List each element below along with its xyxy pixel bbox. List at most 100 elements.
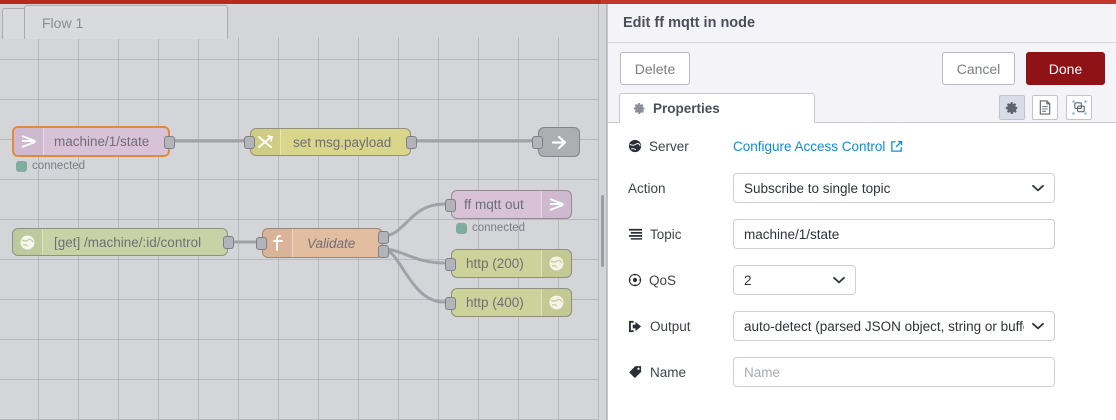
node-function-label: Validate <box>307 235 356 251</box>
mqtt-icon <box>541 191 571 218</box>
chevron-down-icon <box>833 276 845 284</box>
panel-header: Edit ff mqtt in node <box>608 4 1116 43</box>
output-select[interactable]: auto-detect (parsed JSON object, string … <box>733 311 1055 341</box>
node-change-label: set msg.payload <box>293 134 392 150</box>
panel-resize-grip[interactable] <box>601 195 604 267</box>
status-label: connected <box>472 222 526 234</box>
action-label-group: Action <box>628 181 733 196</box>
node-mqtt-out[interactable]: ff mqtt out <box>445 190 572 219</box>
node-function[interactable]: Validate <box>256 228 389 258</box>
qos-label-group: QoS <box>628 273 733 288</box>
node-output-port[interactable] <box>406 136 417 149</box>
node-input-port[interactable] <box>532 136 543 149</box>
output-icon <box>628 320 643 333</box>
name-input[interactable]: Name <box>733 357 1055 387</box>
node-mqtt-out-status: connected <box>456 222 525 234</box>
globe-icon <box>541 289 571 316</box>
appearance-icon <box>1071 100 1087 115</box>
app-top-bar <box>0 0 1116 4</box>
node-http-in-label: [get] /machine/:id/control <box>54 234 202 250</box>
globe-icon <box>628 139 642 153</box>
tab-properties-label: Properties <box>653 100 720 116</box>
flow-tab-bar[interactable]: Flow 1 <box>0 4 598 39</box>
node-change[interactable]: set msg.payload <box>244 128 417 156</box>
node-mqtt-in[interactable]: machine/1/state <box>12 126 175 157</box>
description-icon <box>1038 100 1052 115</box>
node-http-in[interactable]: [get] /machine/:id/control <box>12 228 234 256</box>
flow-tab-stub[interactable] <box>2 8 26 39</box>
node-input-port[interactable] <box>445 258 456 271</box>
node-output-port[interactable] <box>223 236 234 249</box>
target-icon <box>628 273 642 287</box>
qos-label: QoS <box>649 272 677 288</box>
status-label: connected <box>32 160 86 172</box>
node-debug[interactable] <box>532 127 580 157</box>
list-icon <box>628 228 643 240</box>
topic-label: Topic <box>650 226 682 242</box>
flow-tab-flow-1[interactable]: Flow 1 <box>24 5 228 39</box>
qos-select[interactable]: 2 <box>733 265 856 295</box>
node-input-port[interactable] <box>256 237 267 250</box>
form-row-output: Output auto-detect (parsed JSON object, … <box>628 311 1088 341</box>
node-http-response-200[interactable]: http (200) <box>445 249 572 278</box>
properties-form: Server Configure Access Control Action S… <box>608 124 1116 420</box>
qos-value: 2 <box>744 272 752 288</box>
action-select[interactable]: Subscribe to single topic <box>733 173 1055 203</box>
function-icon <box>263 229 293 257</box>
tag-icon <box>628 365 643 379</box>
name-placeholder: Name <box>744 364 781 380</box>
chevron-down-icon <box>1032 184 1044 192</box>
name-label: Name <box>650 364 687 380</box>
status-dot <box>456 222 467 234</box>
gear-icon <box>633 102 646 115</box>
node-mqtt-in-status: connected <box>16 160 85 172</box>
done-button[interactable]: Done <box>1026 52 1105 85</box>
globe-icon <box>541 250 571 277</box>
app-top-bar-left-segment <box>0 0 601 4</box>
name-label-group: Name <box>628 365 733 380</box>
panel-button-bar: Delete Cancel Done <box>608 43 1116 95</box>
server-label-group: Server <box>628 139 733 154</box>
node-input-port[interactable] <box>445 297 456 310</box>
edit-node-panel: Edit ff mqtt in node Delete Cancel Done … <box>607 4 1116 420</box>
form-row-server: Server Configure Access Control <box>628 132 1088 160</box>
globe-icon <box>13 229 43 255</box>
output-value: auto-detect (parsed JSON object, string … <box>744 318 1024 334</box>
flow-workspace[interactable]: Flow 1 machine/1/state connected set msg… <box>0 4 598 420</box>
node-output-port-1[interactable] <box>378 231 389 244</box>
delete-button[interactable]: Delete <box>620 52 690 85</box>
topic-input[interactable]: machine/1/state <box>733 219 1055 249</box>
node-http-response-400-label: http (400) <box>466 295 524 310</box>
mqtt-icon <box>14 128 44 155</box>
topic-label-group: Topic <box>628 227 733 242</box>
change-icon <box>251 129 281 155</box>
node-http-response-400[interactable]: http (400) <box>445 288 572 317</box>
action-value: Subscribe to single topic <box>744 180 891 196</box>
configure-access-control-text: Configure Access Control <box>733 138 886 154</box>
form-row-topic: Topic machine/1/state <box>628 219 1088 249</box>
cancel-button[interactable]: Cancel <box>942 52 1015 85</box>
chevron-down-icon <box>1032 322 1044 330</box>
action-label: Action <box>628 180 666 196</box>
status-dot <box>16 160 27 172</box>
panel-title: Edit ff mqtt in node <box>623 15 756 31</box>
form-row-name: Name Name <box>628 357 1088 387</box>
output-label-group: Output <box>628 319 733 334</box>
debug-icon <box>539 128 579 156</box>
node-input-port[interactable] <box>445 199 456 212</box>
panel-tab-bar: Properties <box>608 93 1116 123</box>
configure-access-control-link[interactable]: Configure Access Control <box>733 139 903 154</box>
node-input-port[interactable] <box>244 136 255 149</box>
node-mqtt-out-label: ff mqtt out <box>464 197 524 212</box>
form-row-qos: QoS 2 <box>628 265 1088 295</box>
flow-tab-label: Flow 1 <box>42 14 84 31</box>
topic-value: machine/1/state <box>744 226 840 242</box>
node-http-response-200-label: http (200) <box>466 256 524 271</box>
tab-properties[interactable]: Properties <box>619 93 815 123</box>
node-mqtt-in-label: machine/1/state <box>54 134 150 149</box>
gear-icon-button[interactable] <box>999 95 1025 120</box>
description-icon-button[interactable] <box>1032 95 1058 120</box>
node-output-port[interactable] <box>164 136 175 149</box>
node-output-port-2[interactable] <box>378 245 389 258</box>
appearance-icon-button[interactable] <box>1066 95 1092 120</box>
